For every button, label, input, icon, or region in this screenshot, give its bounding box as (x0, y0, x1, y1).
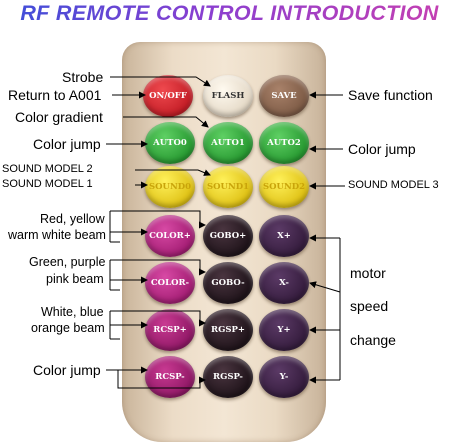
label-strobe: Strobe (62, 69, 104, 85)
rcsp-plus-button[interactable]: RCSP+ (145, 309, 195, 351)
label-green-purple: Green, purple (29, 255, 106, 269)
label-motor: motor (350, 265, 386, 281)
auto0-button[interactable]: AUTO0 (145, 122, 195, 164)
rgsp-minus-button[interactable]: RGSP- (203, 356, 253, 398)
color-gradient-leader (123, 116, 209, 128)
label-color-jump-bottom: Color jump (33, 362, 101, 378)
label-return-to-a001: Return to A001 (8, 87, 102, 103)
rgsp-plus-button[interactable]: RGSP+ (203, 309, 253, 351)
label-sound-model-1: SOUND MODEL 1 (2, 178, 93, 190)
y-minus-button[interactable]: Y- (259, 356, 309, 398)
sound2-button[interactable]: SOUND2 (259, 166, 309, 208)
x-plus-button[interactable]: X+ (259, 215, 309, 257)
label-sound-model-3: SOUND MODEL 3 (348, 179, 439, 191)
rcsp-minus-button[interactable]: RCSP- (145, 356, 195, 398)
x-minus-button[interactable]: X- (259, 262, 309, 304)
label-color-jump-right: Color jump (348, 141, 416, 157)
flash-button[interactable]: FLASH (203, 75, 253, 117)
sound-model-2-leader (135, 169, 211, 176)
color-plus-button[interactable]: COLOR+ (145, 215, 195, 257)
label-color-gradient: Color gradient (15, 109, 103, 125)
sound0-button[interactable]: SOUND0 (145, 166, 195, 208)
auto2-button[interactable]: AUTO2 (259, 122, 309, 164)
auto1-button[interactable]: AUTO1 (203, 122, 253, 164)
label-pink-beam: pink beam (46, 272, 104, 286)
save-button[interactable]: SAVE (259, 75, 309, 117)
color-jump-bottom-bracket (106, 369, 201, 389)
label-change: change (350, 332, 396, 348)
label-sound-model-2: SOUND MODEL 2 (2, 163, 93, 175)
color-minus-button[interactable]: COLOR- (145, 262, 195, 304)
green-purple-bracket (109, 259, 201, 291)
label-red-yellow: Red, yellow (40, 212, 105, 226)
page-title: RF REMOTE CONTROL INTRODUCTION (0, 1, 459, 26)
label-color-jump-left: Color jump (33, 136, 101, 152)
gobo-plus-button[interactable]: GOBO+ (203, 215, 253, 257)
label-speed: speed (350, 298, 389, 314)
label-orange-beam: orange beam (31, 321, 105, 335)
y-plus-button[interactable]: Y+ (259, 309, 309, 351)
on-off-button[interactable]: ON/OFF (143, 75, 193, 117)
gobo-minus-button[interactable]: GOBO- (203, 262, 253, 304)
label-warm-white-beam: warm white beam (8, 228, 106, 242)
label-white-blue: White, blue (41, 305, 104, 319)
strobe-leader (110, 76, 211, 87)
sound1-button[interactable]: SOUND1 (203, 166, 253, 208)
red-yellow-bracket (109, 210, 201, 243)
label-save-function: Save function (348, 87, 433, 103)
